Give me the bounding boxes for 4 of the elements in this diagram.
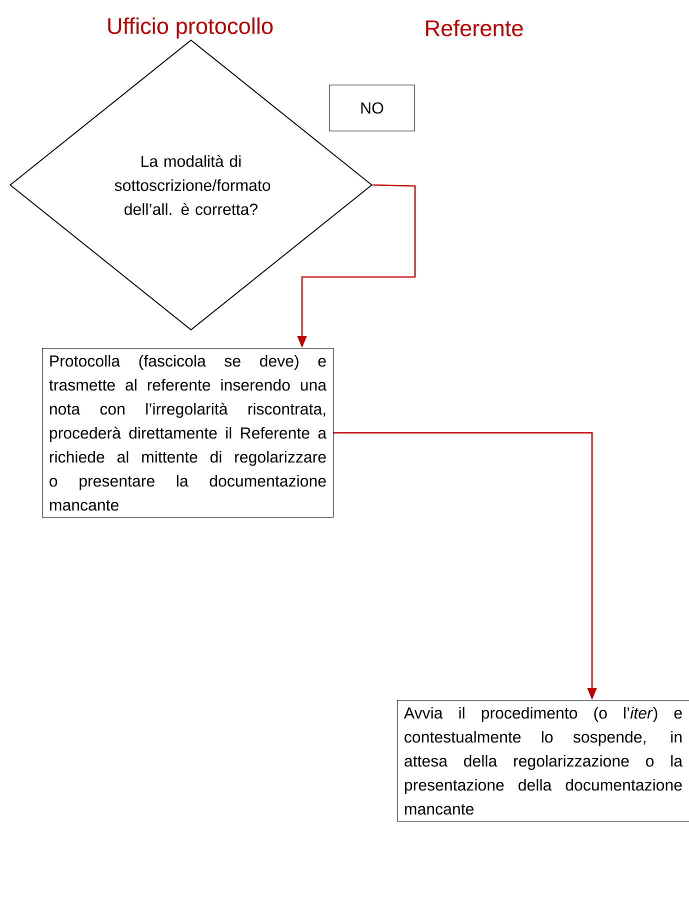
column-heading: Referente [426, 20, 523, 36]
process-box: Protocolla (fascicola se deve) e trasmette al referente inserendo una nota con l’irregolarità riscontrata, procederà direttamente il Referente a richiede al mittente di regolarizzare o presentare la documentazione mancante [42, 348, 334, 518]
process-box: Avvia il procedimento (o l’iter) e contestualmente lo sospende, in attesa della regolarizzazione o la presentazione della documentazione mancante [397, 700, 689, 822]
answer-box: NO [329, 84, 415, 132]
